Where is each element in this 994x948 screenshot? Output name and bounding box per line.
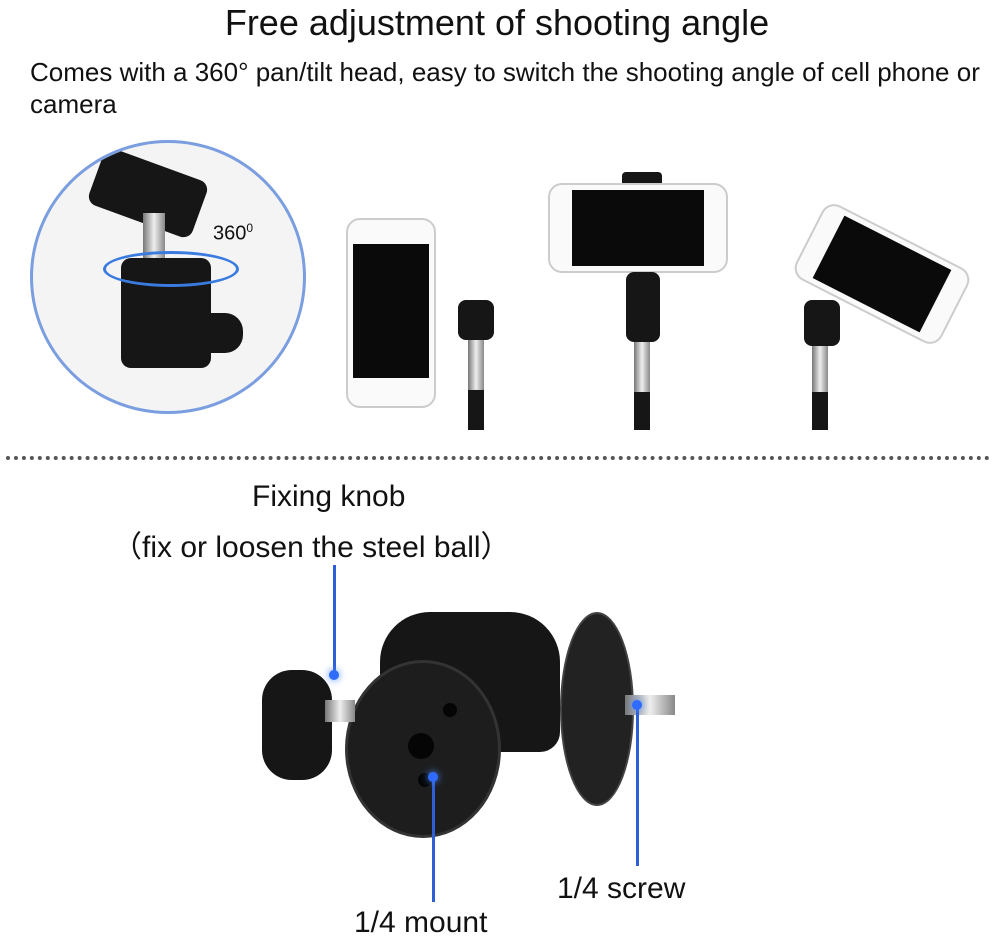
subtitle: Comes with a 360° pan/tilt head, easy to…: [30, 57, 980, 119]
fixing-knob: [262, 670, 332, 780]
mount-hole: [408, 733, 434, 759]
ball-head-base: [345, 660, 501, 838]
tripod-pole: [812, 346, 828, 392]
callout-line: [333, 565, 336, 675]
rotation-label: 3600: [213, 221, 254, 245]
callout-line: [432, 778, 435, 902]
rotation-arrow-icon: [103, 251, 239, 287]
knob: [183, 313, 243, 353]
tripod-pole: [812, 392, 828, 430]
mount-label: 1/4 mount: [354, 906, 488, 939]
callout-line: [636, 706, 639, 866]
top-plate: [560, 612, 634, 806]
fixing-knob-label: Fixing knob: [252, 480, 406, 513]
tripod-pole: [468, 390, 484, 430]
callout-dot: [632, 700, 642, 710]
tripod-pole: [634, 392, 650, 430]
page-title: Free adjustment of shooting angle: [224, 2, 770, 43]
phone-screen: [353, 244, 429, 378]
ball-head: [804, 300, 840, 346]
phone-portrait: [346, 218, 436, 408]
section-divider: [6, 456, 990, 460]
fixing-knob-note: （fix or loosen the steel ball）: [112, 531, 511, 564]
ball-head: [626, 272, 660, 342]
tripod-pole: [468, 340, 484, 390]
pin-hole: [443, 703, 457, 717]
callout-dot: [329, 670, 339, 680]
screw-label: 1/4 screw: [557, 872, 686, 905]
pan-head-closeup: 3600: [30, 140, 306, 414]
tripod-pole: [634, 342, 650, 392]
phone-screen: [572, 190, 704, 266]
phone-landscape: [548, 183, 728, 273]
knob-screw: [325, 700, 355, 722]
ball-head: [458, 300, 494, 340]
callout-dot: [428, 772, 438, 782]
